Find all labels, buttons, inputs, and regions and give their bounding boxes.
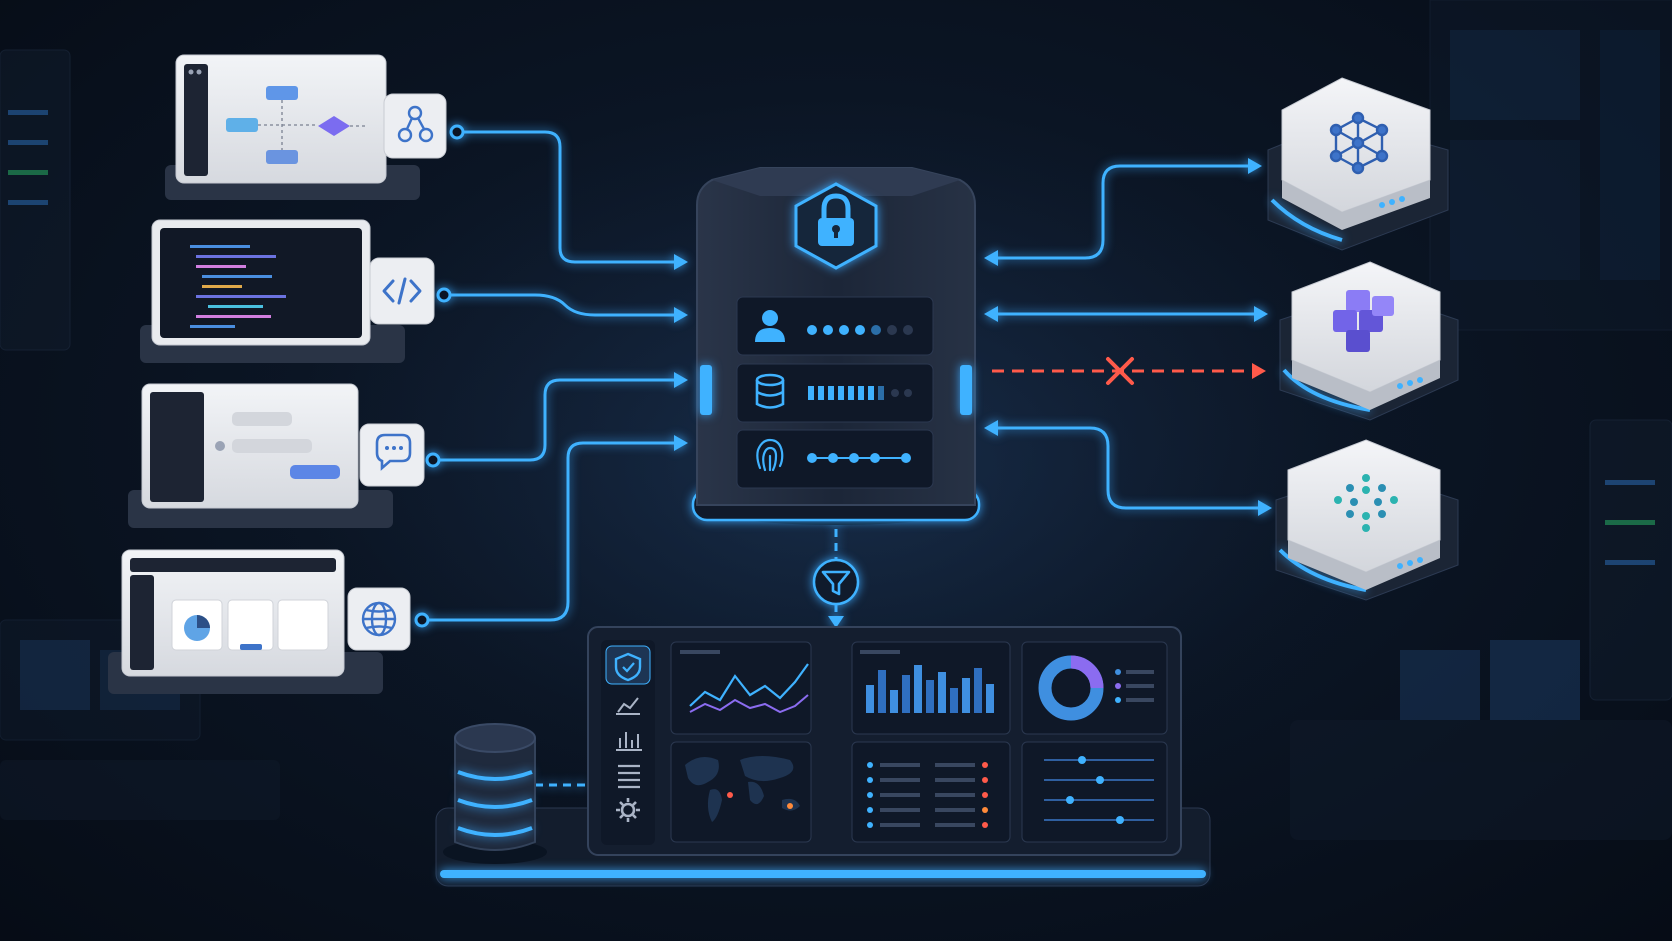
service-network[interactable]	[1268, 78, 1448, 250]
status-table-widget[interactable]	[852, 742, 1010, 842]
auth-factor-row-fingerprint	[737, 430, 933, 488]
dashboard-sidebar	[601, 640, 655, 845]
donut-chart-widget[interactable]	[1022, 642, 1167, 734]
background-wall-screen-right	[1430, 0, 1672, 330]
slider-settings-widget[interactable]	[1022, 742, 1167, 842]
line-chart-widget[interactable]	[671, 642, 811, 734]
background-server-rack-left	[0, 50, 70, 350]
filter-node[interactable]	[814, 560, 858, 604]
world-map-widget[interactable]	[671, 742, 811, 842]
client-workflow-app[interactable]	[165, 55, 446, 200]
security-gateway-hub[interactable]	[693, 168, 979, 525]
bar-chart-widget[interactable]	[852, 642, 1010, 734]
background-server-rack-right	[1590, 420, 1672, 700]
auth-factor-row-user	[737, 297, 933, 355]
storage-database-stack[interactable]	[443, 724, 547, 864]
database-stack-icon	[455, 724, 535, 850]
auth-factor-row-database	[737, 364, 933, 422]
